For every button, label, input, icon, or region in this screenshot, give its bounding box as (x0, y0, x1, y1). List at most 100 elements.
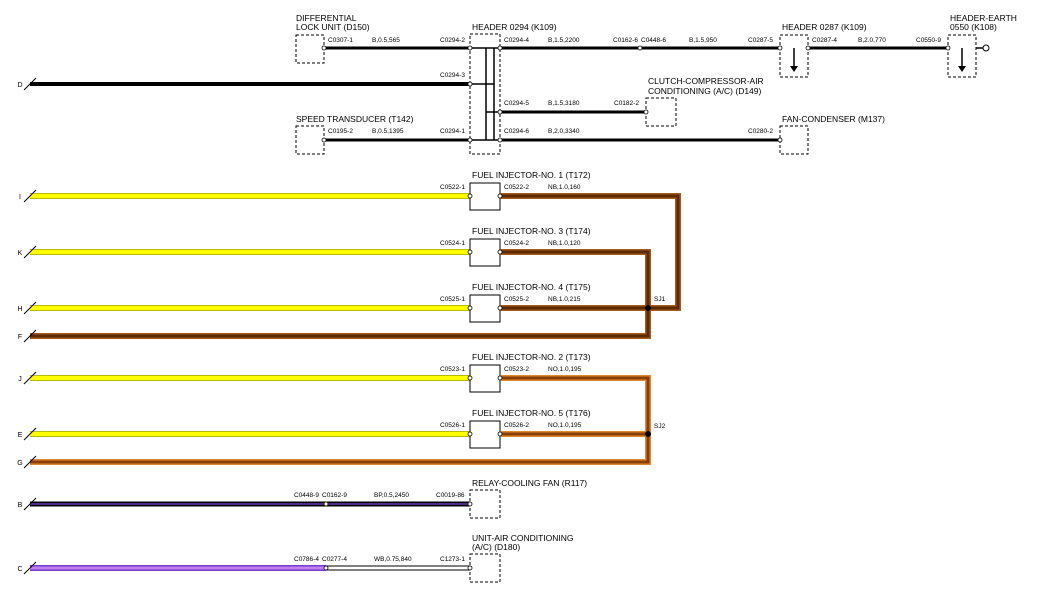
wire-spec-unit: WB,0.75,840 (374, 556, 412, 563)
unit-ac-label-1: UNIT-AIR CONDITIONING (472, 533, 574, 543)
connector-c0525-1: C0525-1 (440, 296, 465, 303)
connector-c0294-3: C0294-3 (440, 72, 465, 79)
relay-cooling-fan-label: RELAY-COOLING FAN (R117) (472, 478, 587, 488)
connector-pin-c0786-4 (323, 565, 329, 571)
injector-5-label: FUEL INJECTOR-NO. 5 (T176) (472, 408, 591, 418)
injector-4-label: FUEL INJECTOR-NO. 4 (T175) (472, 282, 591, 292)
wire-spec-relay: BP,0.5,2450 (374, 492, 409, 499)
end-label-h: H (17, 306, 22, 313)
end-label-k: K (18, 250, 23, 257)
connector-c0294-5: C0294-5 (504, 100, 529, 107)
header-0287-label: HEADER 0287 (K109) (782, 22, 867, 32)
end-label-f: F (18, 334, 22, 341)
diff-lock-unit-label-1: DIFFERENTIAL (296, 13, 357, 23)
connector-c0522-2: C0522-2 (504, 184, 529, 191)
connector-c0294-2: C0294-2 (440, 37, 465, 44)
connector-c0550-9: C0550-9 (916, 37, 941, 44)
injector-1-label: FUEL INJECTOR-NO. 1 (T172) (472, 170, 591, 180)
end-label-g: G (17, 460, 22, 467)
wire-spec-inj5: NO,1.0,195 (548, 422, 582, 429)
end-label-d: D (17, 82, 22, 89)
wire-brown-inj3[interactable] (500, 249, 651, 308)
connector-c0526-1: C0526-1 (440, 422, 465, 429)
fan-condenser-label: FAN-CONDENSER (M137) (782, 114, 885, 124)
header-earth-label-2: 0550 (K108) (950, 22, 997, 32)
connector-c0524-1: C0524-1 (440, 240, 465, 247)
wire-g[interactable] (30, 434, 651, 465)
injector-5-box[interactable] (469, 420, 501, 449)
wire-spec-diff: B,0.5,565 (372, 37, 400, 44)
injector-4-box[interactable] (469, 294, 501, 323)
wire-end-e (23, 427, 37, 441)
wire-spec-earth: B,2.0,770 (858, 37, 886, 44)
connector-c0307-1: C0307-1 (328, 37, 353, 44)
splice-sj1-label: SJ1 (654, 296, 666, 303)
end-label-i: I (19, 194, 21, 201)
header-0294-box[interactable] (469, 33, 501, 155)
wire-end-f (23, 329, 37, 343)
injector-1-box[interactable] (469, 182, 501, 211)
fan-condenser-box[interactable] (779, 125, 809, 155)
wire-f[interactable] (30, 308, 651, 339)
splice-sj1 (645, 305, 651, 311)
diff-lock-unit-box[interactable] (295, 34, 325, 64)
wire-end-k (23, 245, 37, 259)
wire-spec-hdr-b: B,1.5,950 (689, 37, 717, 44)
relay-cooling-fan-box[interactable] (469, 489, 501, 519)
speed-transducer-box[interactable] (295, 125, 325, 155)
injector-2-box[interactable] (469, 364, 501, 393)
splice-sj2 (645, 431, 651, 437)
connector-pins (321, 45, 951, 571)
injector-3-label: FUEL INJECTOR-NO. 3 (T174) (472, 226, 591, 236)
wire-end-j (23, 371, 37, 385)
wire-spec-fan: B,2.0,3340 (548, 128, 580, 135)
wire-orange-inj2[interactable] (500, 375, 651, 434)
connector-c0523-2: C0523-2 (504, 366, 529, 373)
connector-c0526-2: C0526-2 (504, 422, 529, 429)
speed-transducer-label: SPEED TRANSDUCER (T142) (296, 114, 414, 124)
end-label-c: C (17, 566, 22, 573)
connector-c0162-6: C0162-6 (613, 37, 638, 44)
connector-c0523-1: C0523-1 (440, 366, 465, 373)
connector-c0524-2: C0524-2 (504, 240, 529, 247)
connector-c0294-4: C0294-4 (504, 37, 529, 44)
connector-c0280-2: C0280-2 (748, 128, 773, 135)
header-0294-label: HEADER 0294 (K109) (472, 22, 557, 32)
header-earth-label-1: HEADER-EARTH (950, 13, 1017, 23)
end-label-j: J (18, 376, 22, 383)
wire-end-c (23, 561, 37, 575)
connector-c0195-2: C0195-2 (328, 128, 353, 135)
wire-end-h (23, 301, 37, 315)
connector-c1273-1: C1273-1 (440, 556, 465, 563)
injector-2-label: FUEL INJECTOR-NO. 2 (T173) (472, 352, 591, 362)
wire-spec-inj1: NB,1.0,160 (548, 184, 581, 191)
wire-end-b (23, 497, 37, 511)
connector-pin-c0448-9 (323, 501, 329, 507)
wire-spec-inj2: NO,1.0,195 (548, 366, 582, 373)
connector-c0448-9: C0448-9 (294, 492, 319, 499)
wire-spec-speed: B,0.5,1395 (372, 128, 404, 135)
connector-c0294-1: C0294-1 (440, 128, 465, 135)
wire-spec-clutch: B,1.5,3180 (548, 100, 580, 107)
end-label-e: E (18, 432, 23, 439)
injector-3-box[interactable] (469, 238, 501, 267)
clutch-compressor-box[interactable] (645, 97, 677, 127)
connector-c0277-4: C0277-4 (322, 556, 347, 563)
connector-c0294-6: C0294-6 (504, 128, 529, 135)
wire-spec-inj4: NB,1.0,215 (548, 296, 581, 303)
connector-c0448-6: C0448-6 (641, 37, 666, 44)
unit-ac-box[interactable] (469, 553, 501, 583)
clutch-compressor-label-1: CLUTCH-COMPRESSOR-AIR (648, 76, 764, 86)
connector-c0019-86: C0019-86 (436, 492, 465, 499)
wire-spec-hdr-a: B,1.5,2200 (548, 37, 580, 44)
wire-end-i (23, 189, 37, 203)
wire-end-d (23, 77, 37, 91)
connector-c0162-9: C0162-9 (322, 492, 347, 499)
connector-c0182-2: C0182-2 (614, 100, 639, 107)
connector-c0525-2: C0525-2 (504, 296, 529, 303)
unit-ac-label-2: (A/C) (D180) (472, 542, 520, 552)
end-label-b: B (18, 502, 23, 509)
wire-spec-inj3: NB,1.0,120 (548, 240, 581, 247)
header-earth-arrow (958, 66, 966, 72)
wire-brown-inj1[interactable] (500, 193, 681, 311)
